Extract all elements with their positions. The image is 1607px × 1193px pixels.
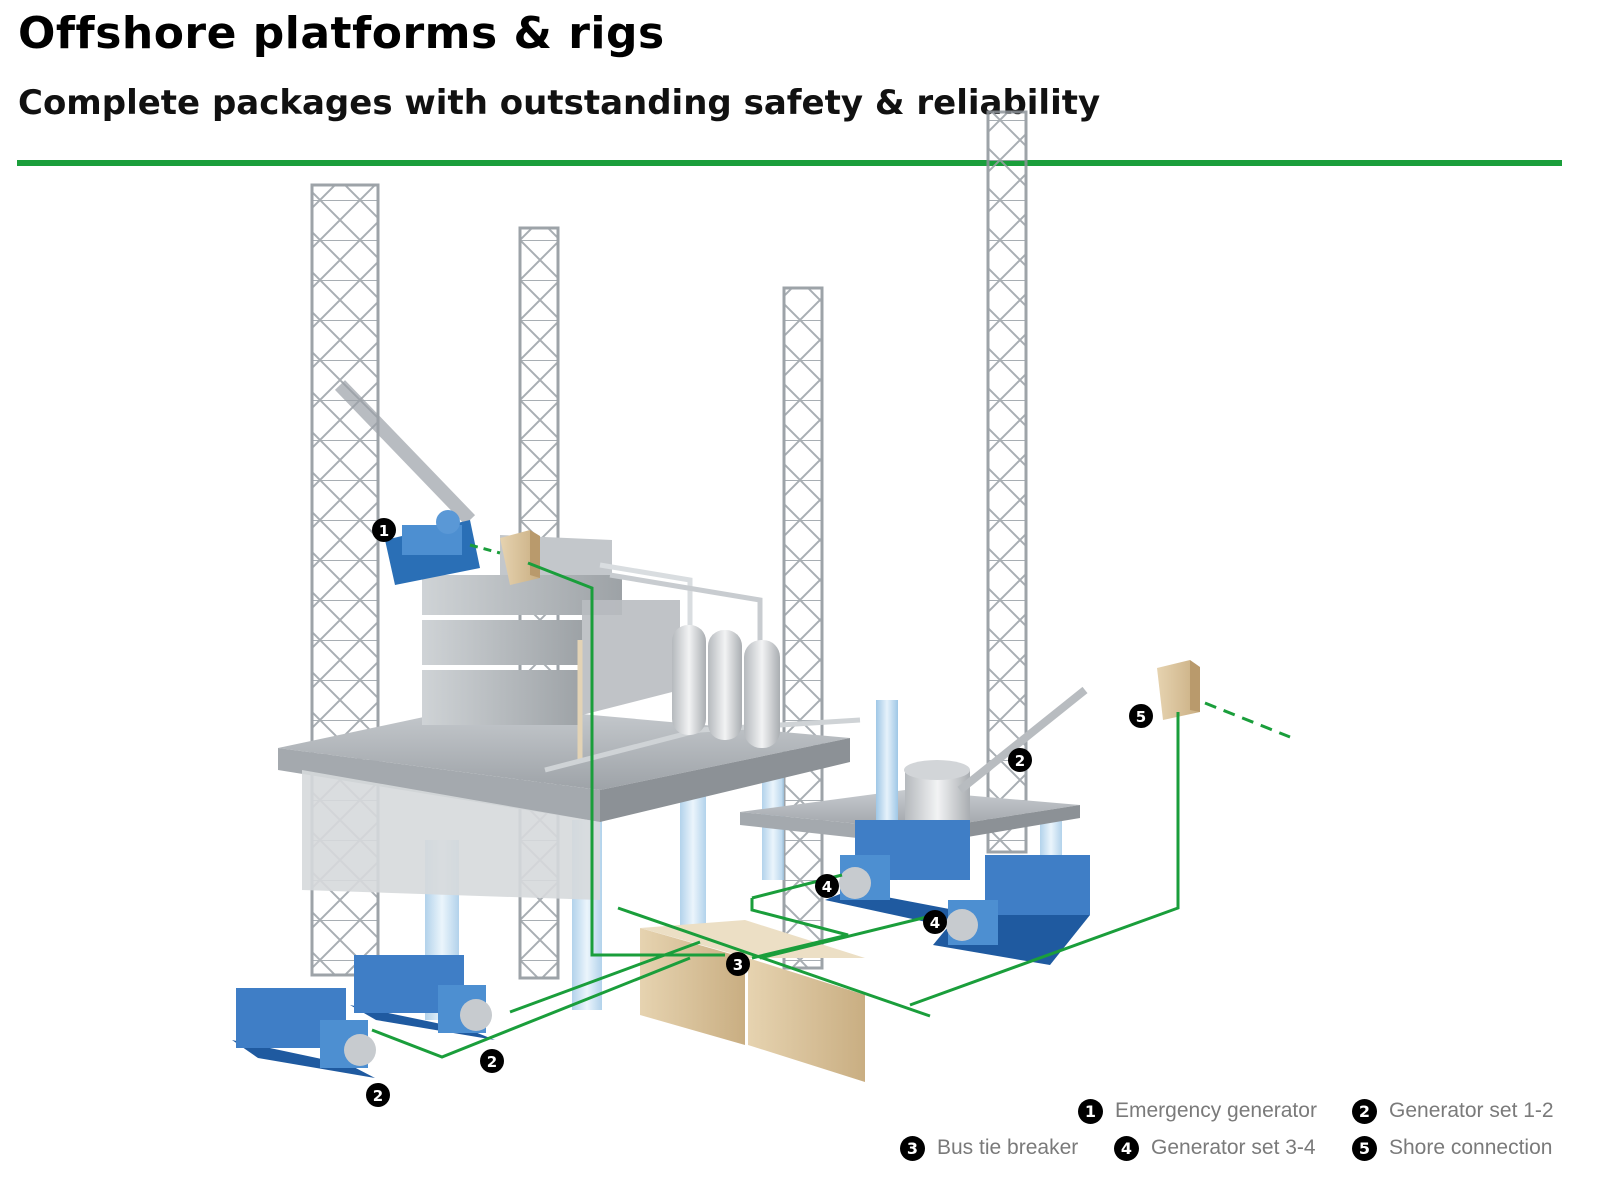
legend-label: Shore connection: [1389, 1136, 1553, 1159]
switchboard-cabinets: [640, 920, 865, 1082]
svg-text:2: 2: [1015, 752, 1025, 770]
legend-badge: 3: [900, 1135, 925, 1161]
callout-generator-set-1-2-c: 2: [366, 1083, 390, 1107]
legend-badge: 2: [1352, 1098, 1377, 1124]
tower-center-right: [782, 286, 824, 970]
tower-right: [986, 110, 1028, 854]
generator-set-3-4-front: [933, 855, 1090, 965]
svg-text:1: 1: [379, 522, 389, 540]
legend-label: Generator set 1-2: [1389, 1099, 1554, 1122]
svg-text:2: 2: [487, 1053, 497, 1071]
crane-boom: [334, 380, 476, 525]
page-subtitle: Complete packages with outstanding safet…: [18, 83, 1101, 123]
svg-text:5: 5: [1136, 708, 1146, 726]
shore-connection-cabinet: [1157, 660, 1200, 720]
legend-item-generator-set-1-2: 2 Generator set 1-2: [1352, 1096, 1554, 1126]
callout-generator-set-1-2-a: 2: [1008, 748, 1032, 772]
callout-generator-set-3-4-a: 4: [815, 874, 839, 898]
main-deck: [278, 705, 850, 900]
legend-badge: 5: [1352, 1135, 1377, 1161]
callout-bus-tie-breaker: 3: [726, 952, 750, 976]
legend-label: Generator set 3-4: [1151, 1136, 1316, 1159]
legend-item-shore-connection: 5 Shore connection: [1352, 1133, 1552, 1163]
callout-generator-set-1-2-b: 2: [480, 1049, 504, 1073]
callout-generator-set-3-4-b: 4: [923, 910, 947, 934]
svg-text:2: 2: [373, 1087, 383, 1105]
generator-set-1-2-right: [350, 955, 495, 1040]
callout-shore-connection: 5: [1129, 704, 1153, 728]
header-divider: [17, 160, 1562, 166]
svg-text:4: 4: [930, 914, 940, 932]
stack-and-silo: [876, 686, 1088, 830]
svg-text:3: 3: [733, 956, 743, 974]
page-title: Offshore platforms & rigs: [18, 8, 665, 59]
legend-badge: 4: [1114, 1135, 1139, 1161]
legend-label: Emergency generator: [1115, 1099, 1317, 1122]
emergency-generator: [385, 510, 480, 585]
generator-set-1-2-left: [232, 988, 376, 1078]
power-cables: [371, 543, 1291, 1059]
generator-set-3-4-back: [825, 820, 970, 925]
callout-emergency-generator: 1: [372, 518, 396, 542]
legend-item-generator-set-3-4: 4 Generator set 3-4: [1114, 1133, 1316, 1163]
legend-item-emergency-generator: 1 Emergency generator: [1078, 1096, 1317, 1126]
legend-label: Bus tie breaker: [937, 1136, 1079, 1159]
legend-badge: 1: [1078, 1098, 1103, 1124]
svg-text:4: 4: [822, 878, 832, 896]
legend-item-bus-tie-breaker: 3 Bus tie breaker: [900, 1133, 1078, 1163]
tanks: [672, 625, 780, 748]
